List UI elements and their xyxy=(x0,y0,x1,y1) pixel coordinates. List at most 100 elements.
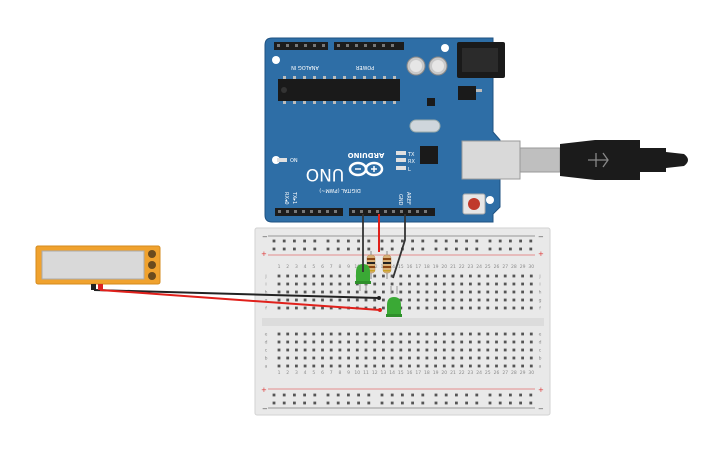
breadboard-hole[interactable] xyxy=(416,364,420,368)
breadboard-hole[interactable] xyxy=(519,393,522,397)
breadboard-hole[interactable] xyxy=(338,290,342,294)
breadboard-hole[interactable] xyxy=(347,282,350,286)
breadboard-hole[interactable] xyxy=(451,364,455,368)
breadboard-hole[interactable] xyxy=(488,247,492,251)
breadboard-hole[interactable] xyxy=(338,282,342,286)
breadboard-hole[interactable] xyxy=(390,401,394,405)
breadboard-hole[interactable] xyxy=(416,348,420,352)
breadboard-hole[interactable] xyxy=(347,290,350,294)
breadboard-hole[interactable] xyxy=(421,393,425,397)
breadboard-hole[interactable] xyxy=(495,348,498,352)
breadboard-hole[interactable] xyxy=(303,247,306,251)
breadboard-hole[interactable] xyxy=(303,401,306,405)
breadboard-hole[interactable] xyxy=(364,356,368,360)
breadboard-hole[interactable] xyxy=(282,239,286,243)
breadboard-hole[interactable] xyxy=(357,239,360,243)
breadboard-hole[interactable] xyxy=(495,274,498,278)
breadboard-hole[interactable] xyxy=(425,364,429,368)
breadboard-hole[interactable] xyxy=(519,401,522,405)
breadboard-hole[interactable] xyxy=(451,274,455,278)
breadboard-hole[interactable] xyxy=(390,239,394,243)
breadboard-hole[interactable] xyxy=(364,290,368,294)
breadboard-hole[interactable] xyxy=(460,274,464,278)
breadboard-hole[interactable] xyxy=(444,393,448,397)
breadboard-hole[interactable] xyxy=(529,340,533,344)
breadboard-hole[interactable] xyxy=(295,348,298,352)
breadboard-hole[interactable] xyxy=(390,274,394,278)
breadboard-hole[interactable] xyxy=(425,298,429,302)
breadboard-hole[interactable] xyxy=(469,364,472,368)
breadboard-hole[interactable] xyxy=(347,274,350,278)
breadboard-hole[interactable] xyxy=(475,247,479,251)
breadboard-hole[interactable] xyxy=(521,364,524,368)
breadboard-hole[interactable] xyxy=(373,290,377,294)
breadboard-hole[interactable] xyxy=(451,332,455,336)
breadboard-hole[interactable] xyxy=(321,348,324,352)
breadboard-hole[interactable] xyxy=(399,340,403,344)
breadboard-hole[interactable] xyxy=(451,340,455,344)
breadboard-hole[interactable] xyxy=(460,298,464,302)
breadboard-hole[interactable] xyxy=(382,274,385,278)
breadboard-hole[interactable] xyxy=(277,364,281,368)
breadboard-hole[interactable] xyxy=(469,290,472,294)
breadboard-hole[interactable] xyxy=(434,247,438,251)
breadboard-hole[interactable] xyxy=(272,247,276,251)
breadboard-hole[interactable] xyxy=(486,340,490,344)
breadboard-hole[interactable] xyxy=(529,332,533,336)
breadboard-hole[interactable] xyxy=(425,340,429,344)
breadboard-hole[interactable] xyxy=(382,306,385,310)
breadboard-hole[interactable] xyxy=(401,239,404,243)
breadboard-hole[interactable] xyxy=(293,393,296,397)
breadboard-hole[interactable] xyxy=(347,348,350,352)
breadboard-hole[interactable] xyxy=(455,247,458,251)
breadboard-hole[interactable] xyxy=(477,306,481,310)
breadboard-hole[interactable] xyxy=(442,274,446,278)
breadboard-hole[interactable] xyxy=(469,332,472,336)
reset-button-cap[interactable] xyxy=(468,198,480,210)
breadboard-hole[interactable] xyxy=(503,298,507,302)
breadboard-hole[interactable] xyxy=(390,247,394,251)
breadboard-hole[interactable] xyxy=(313,393,317,397)
breadboard-hole[interactable] xyxy=(521,274,524,278)
breadboard-hole[interactable] xyxy=(329,274,333,278)
wire-black-gnd[interactable] xyxy=(392,214,406,279)
breadboard-hole[interactable] xyxy=(303,290,307,294)
breadboard-hole[interactable] xyxy=(434,290,437,294)
breadboard-hole[interactable] xyxy=(434,340,437,344)
breadboard-hole[interactable] xyxy=(338,348,342,352)
breadboard-hole[interactable] xyxy=(390,393,394,397)
breadboard-hole[interactable] xyxy=(380,401,384,405)
breadboard-hole[interactable] xyxy=(295,274,298,278)
breadboard-hole[interactable] xyxy=(465,239,468,243)
breadboard-hole[interactable] xyxy=(460,290,464,294)
breadboard-hole[interactable] xyxy=(338,274,342,278)
breadboard-hole[interactable] xyxy=(373,282,377,286)
breadboard-hole[interactable] xyxy=(469,340,472,344)
breadboard-hole[interactable] xyxy=(434,348,437,352)
breadboard-hole[interactable] xyxy=(329,332,333,336)
breadboard-hole[interactable] xyxy=(277,332,281,336)
breadboard-hole[interactable] xyxy=(399,332,403,336)
breadboard-hole[interactable] xyxy=(465,401,468,405)
breadboard-hole[interactable] xyxy=(364,340,368,344)
breadboard-hole[interactable] xyxy=(455,393,458,397)
breadboard-hole[interactable] xyxy=(442,290,446,294)
breadboard-hole[interactable] xyxy=(399,290,403,294)
breadboard-hole[interactable] xyxy=(529,298,533,302)
breadboard-hole[interactable] xyxy=(364,364,368,368)
breadboard-hole[interactable] xyxy=(367,239,371,243)
breadboard-hole[interactable] xyxy=(312,356,316,360)
breadboard-hole[interactable] xyxy=(277,298,281,302)
breadboard-hole[interactable] xyxy=(286,290,290,294)
breadboard-hole[interactable] xyxy=(416,298,420,302)
breadboard-hole[interactable] xyxy=(416,290,420,294)
breadboard-hole[interactable] xyxy=(355,290,359,294)
breadboard-hole[interactable] xyxy=(312,282,316,286)
breadboard-hole[interactable] xyxy=(434,332,437,336)
breadboard-hole[interactable] xyxy=(460,348,464,352)
breadboard-hole[interactable] xyxy=(373,306,377,310)
breadboard-hole[interactable] xyxy=(303,298,307,302)
breadboard-hole[interactable] xyxy=(326,247,330,251)
breadboard-hole[interactable] xyxy=(277,348,281,352)
